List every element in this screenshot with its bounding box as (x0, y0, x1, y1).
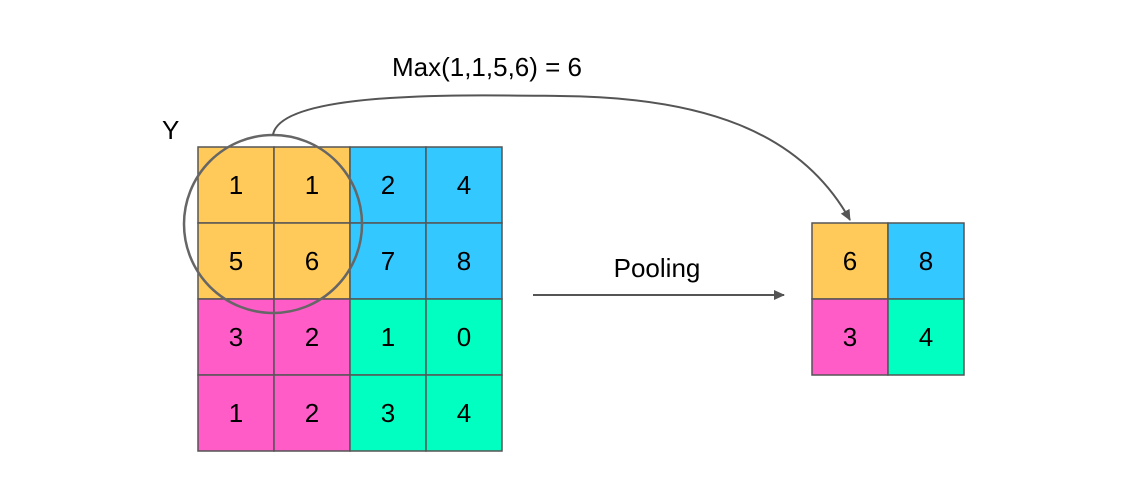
input-cell-2-3 (425, 298, 503, 376)
input-value-2-2: 1 (381, 322, 395, 352)
input-value-2-0: 3 (229, 322, 243, 352)
input-cell-3-3 (425, 374, 503, 452)
input-value-0-0: 1 (229, 170, 243, 200)
input-value-0-2: 2 (381, 170, 395, 200)
input-value-2-1: 2 (305, 322, 319, 352)
input-cell-3-1 (273, 374, 351, 452)
output-cell-0-1 (887, 222, 965, 300)
input-cell-3-0 (197, 374, 275, 452)
input-cell-0-1 (273, 146, 351, 224)
input-value-3-3: 4 (457, 398, 471, 428)
input-value-3-0: 1 (229, 398, 243, 428)
input-value-3-1: 2 (305, 398, 319, 428)
output-cell-1-0 (811, 298, 889, 376)
output-value-0-0: 6 (843, 246, 857, 276)
output-value-1-0: 3 (843, 322, 857, 352)
output-cell-1-1 (887, 298, 965, 376)
input-value-0-3: 4 (457, 170, 471, 200)
input-value-1-3: 8 (457, 246, 471, 276)
output-cell-0-0 (811, 222, 889, 300)
input-value-1-2: 7 (381, 246, 395, 276)
input-value-1-1: 6 (305, 246, 319, 276)
max-arrow (272, 94, 851, 221)
output-value-0-1: 8 (919, 246, 933, 276)
input-value-0-1: 1 (305, 170, 319, 200)
output-grid: 6 8 3 4 (811, 222, 965, 376)
input-cell-0-2 (349, 146, 427, 224)
input-grid: 1 1 2 4 5 6 7 8 3 2 1 0 1 2 3 4 (197, 146, 503, 452)
input-cell-1-3 (425, 222, 503, 300)
output-value-1-1: 4 (919, 322, 933, 352)
pooling-label: Pooling (614, 253, 701, 283)
input-name-label: Y (162, 115, 179, 145)
input-cell-0-3 (425, 146, 503, 224)
input-value-1-0: 5 (229, 246, 243, 276)
input-value-2-3: 0 (457, 322, 471, 352)
formula-label: Max(1,1,5,6) = 6 (392, 52, 582, 82)
input-value-3-2: 3 (381, 398, 395, 428)
